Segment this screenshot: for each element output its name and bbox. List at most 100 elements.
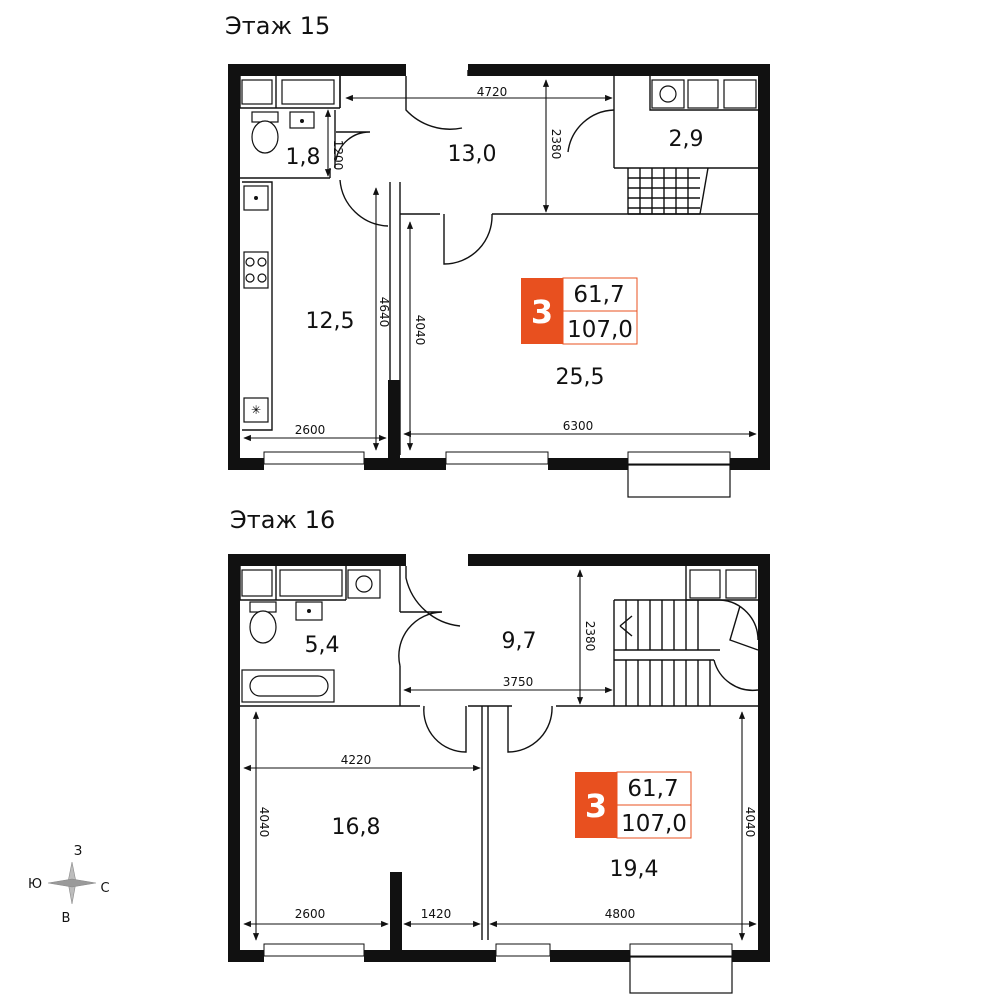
living-door — [443, 213, 493, 265]
dim-label: 4220 — [341, 753, 372, 767]
dim-label: 2600 — [295, 907, 326, 921]
room-area-closet: 2,9 — [669, 127, 704, 152]
total-area: 107,0 — [621, 811, 687, 837]
dim-label: 3750 — [503, 675, 534, 689]
wall — [228, 458, 264, 470]
dim-label: 1420 — [421, 907, 452, 921]
boiler-icon — [347, 569, 381, 599]
wall — [548, 458, 628, 470]
closet-door — [567, 109, 615, 153]
wall — [228, 554, 406, 566]
rooms-count-box — [521, 278, 563, 344]
window — [627, 451, 731, 465]
rooms-count: 3 — [531, 293, 553, 331]
toilet-icon — [249, 601, 277, 644]
compass-south-label: В — [62, 911, 71, 926]
cabinet — [279, 569, 343, 597]
sink-icon — [289, 111, 315, 129]
floor-16-plan: Этаж 16 — [228, 506, 770, 994]
bathroom-door — [335, 131, 371, 161]
wall — [388, 380, 400, 460]
window — [495, 943, 551, 957]
dim-label: 4040 — [413, 315, 427, 346]
rooms-count: 3 — [585, 787, 607, 825]
balcony — [627, 464, 731, 498]
wall — [228, 64, 240, 470]
cabinet — [241, 569, 273, 597]
boiler-icon — [651, 79, 685, 109]
balcony — [629, 956, 733, 994]
dim-label: 2380 — [549, 129, 563, 160]
wall — [468, 554, 770, 566]
compass-west-label: Ю — [28, 877, 42, 892]
rooms-count-box — [575, 772, 617, 838]
wall — [364, 458, 446, 470]
wall — [758, 554, 770, 962]
svg-text:✳: ✳ — [251, 403, 261, 417]
wall — [390, 872, 402, 952]
partition — [481, 706, 489, 940]
wall — [758, 64, 770, 470]
living-area: 61,7 — [573, 282, 624, 308]
cabinet — [723, 79, 757, 109]
bathtub-icon — [241, 669, 335, 703]
compass-east-label: С — [100, 881, 109, 896]
apartment-badge: 3 61,7 107,0 — [521, 277, 638, 345]
dim-label: 1200 — [331, 140, 345, 171]
apartment-badge: 3 61,7 107,0 — [575, 771, 692, 839]
wall — [364, 950, 496, 962]
partition — [613, 76, 758, 169]
staircase — [628, 167, 709, 215]
wall — [228, 950, 264, 962]
bedroom-door — [423, 705, 467, 753]
sink-icon — [243, 185, 269, 211]
wall — [228, 554, 240, 962]
partition — [239, 76, 341, 179]
room-area-kitchen: 12,5 — [306, 309, 355, 334]
wall — [550, 950, 630, 962]
wall — [468, 64, 770, 76]
window — [263, 943, 365, 957]
wall — [228, 64, 406, 76]
cooktop-icon — [243, 251, 269, 289]
staircase — [614, 599, 759, 706]
floor-16-title: Этаж 16 — [230, 506, 335, 534]
floor-15-title: Этаж 15 — [225, 12, 330, 40]
room-area-hall: 13,0 — [448, 142, 497, 167]
fridge — [243, 397, 269, 423]
kitchen-counter — [242, 181, 273, 431]
room-area-bedroom: 19,4 — [610, 857, 659, 882]
wall — [732, 950, 770, 962]
cabinet — [281, 79, 335, 105]
cabinet — [689, 569, 721, 599]
dim-label: 2600 — [295, 423, 326, 437]
floor-15-plan: Этаж 15 — [225, 12, 770, 498]
living-area: 61,7 — [627, 776, 678, 802]
wall — [730, 458, 770, 470]
room-area-bathroom: 1,8 — [286, 145, 321, 170]
dim-label: 4800 — [605, 907, 636, 921]
entrance-door — [405, 566, 461, 627]
sink-icon — [295, 601, 323, 621]
dim-label: 2380 — [583, 621, 597, 652]
partition — [239, 566, 347, 601]
dim-label: 4040 — [743, 807, 757, 838]
compass-north-label: З — [74, 844, 82, 859]
cabinet — [725, 569, 757, 599]
cabinet — [687, 79, 719, 109]
dim-label: 4640 — [377, 297, 391, 328]
toilet-icon — [251, 111, 279, 154]
window — [445, 451, 549, 465]
partition — [389, 182, 401, 455]
dim-label: 4040 — [257, 807, 271, 838]
dim-label: 4720 — [477, 85, 508, 99]
window — [263, 451, 365, 465]
compass-icon: З В Ю С — [28, 844, 110, 926]
total-area: 107,0 — [567, 317, 633, 343]
bathroom-door — [398, 611, 443, 667]
dim-label: 6300 — [563, 419, 594, 433]
room-area-bathroom: 5,4 — [305, 633, 340, 658]
room-area-hall: 9,7 — [502, 629, 537, 654]
room-area-living: 25,5 — [556, 365, 605, 390]
